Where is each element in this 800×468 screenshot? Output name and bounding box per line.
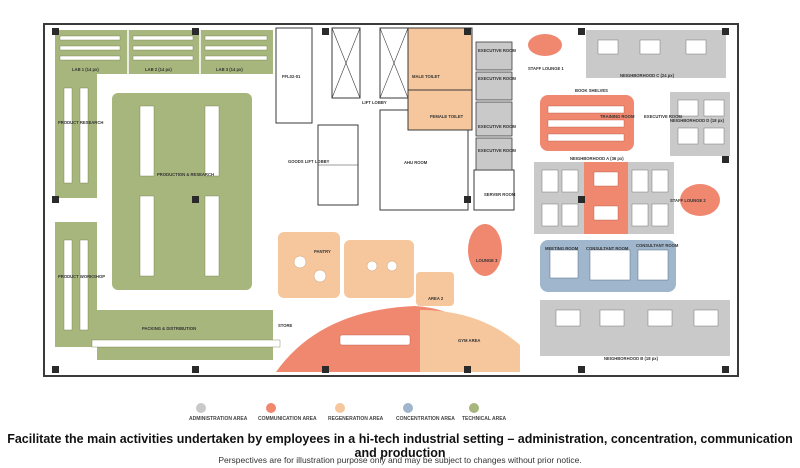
neighborhood-a-label: NEIGHBORHOOD A (36 px) [570,156,624,161]
legend-swatch-technical [469,403,479,413]
legend-swatch-communication [266,403,276,413]
executive-room-1-label: EXECUTIVE ROOM [478,48,516,53]
staff-lounge-2-label: STAFF LOUNGE 2 [670,198,706,203]
columns [52,28,729,373]
executive-rooms [475,41,513,171]
neighborhood-c-label: NEIGHBORHOOD C (24 px) [620,73,675,78]
packing-distribution-label: PACKING & DISTRIBUTION [142,326,196,331]
executive-room-3-label: EXECUTIVE ROOM [478,124,516,129]
legend-swatch-administration [196,403,206,413]
male-toilet-zone [407,27,473,91]
lounge-3-label: LOUNGE 3 [476,258,498,263]
male-toilet-label: MALE TOILET [412,74,440,79]
legend-label-administration: ADMINISTRATION AREA [189,416,248,422]
packing-zone [97,310,273,360]
executive-room-small-label: EXECUTIVE ROOM [644,114,682,119]
disclaimer-note: Perspectives are for illustration purpos… [218,455,582,465]
product-workshop-label: PRODUCT WORKSHOP [58,274,105,279]
book-shelves-label: BOOK SHELVES [575,88,608,93]
staff-lounge-1-label: STAFF LOUNGE 1 [528,66,564,71]
female-toilet-zone [407,89,473,131]
area-2-label: AREA 2 [428,296,444,301]
lift-lobby-label: LIFT LOBBY [362,100,387,105]
workstation-clusters [541,39,725,327]
neighborhood-b-label: NEIGHBORHOOD B (18 px) [604,356,659,361]
executive-room-2-label: EXECUTIVE ROOM [478,76,516,81]
store-label: STORE [278,323,293,328]
lab1-label: LAB 1 (14 px) [72,67,99,72]
server-room-label: SERVER ROOM [484,192,516,197]
gym-area-label: GYM AREA [458,338,480,343]
legend-label-concentration: CONCENTRATION AREA [396,416,455,422]
legend-label-communication: COMMUNICATION AREA [258,416,317,422]
female-toilet-label: FEMALE TOILET [430,114,464,119]
pantry-label: PANTRY [314,249,331,254]
meeting-room-label: MEETING ROOM [545,246,579,251]
ahu-room-label: AHU ROOM [404,160,428,165]
product-research-zone [55,74,97,198]
legend: ADMINISTRATION AREA COMMUNICATION AREA R… [189,403,507,422]
lab3-label: LAB 3 (14 px) [216,67,243,72]
legend-label-regeneration: REGENERATION AREA [328,416,384,422]
legend-swatch-regeneration [335,403,345,413]
regeneration-zone [278,232,520,372]
product-workshop-zone [55,222,97,347]
production-zone [112,93,252,290]
training-room-label: TRAINING ROOM [600,114,635,119]
ffl-label: FFL02-01 [282,74,301,79]
caption: Facilitate the main activities undertake… [7,432,793,460]
consultant-room-label: CONSULTANT ROOM [586,246,629,251]
executive-room-4-label: EXECUTIVE ROOM [478,148,516,153]
consultant-room-2-label: CONSULTANT ROOM [636,243,679,248]
legend-label-technical: TECHNICAL AREA [462,416,507,422]
production-research-label: PRODUCTION & RESEARCH [157,172,214,177]
neighborhood-d-label: NEIGHBORHOOD D (18 px) [670,118,725,123]
goods-lift-lobby-label: GOODS LIFT LOBBY [288,159,330,164]
legend-swatch-concentration [403,403,413,413]
product-research-label: PRODUCT RESEARCH [58,120,103,125]
lab2-label: LAB 2 (14 px) [145,67,172,72]
